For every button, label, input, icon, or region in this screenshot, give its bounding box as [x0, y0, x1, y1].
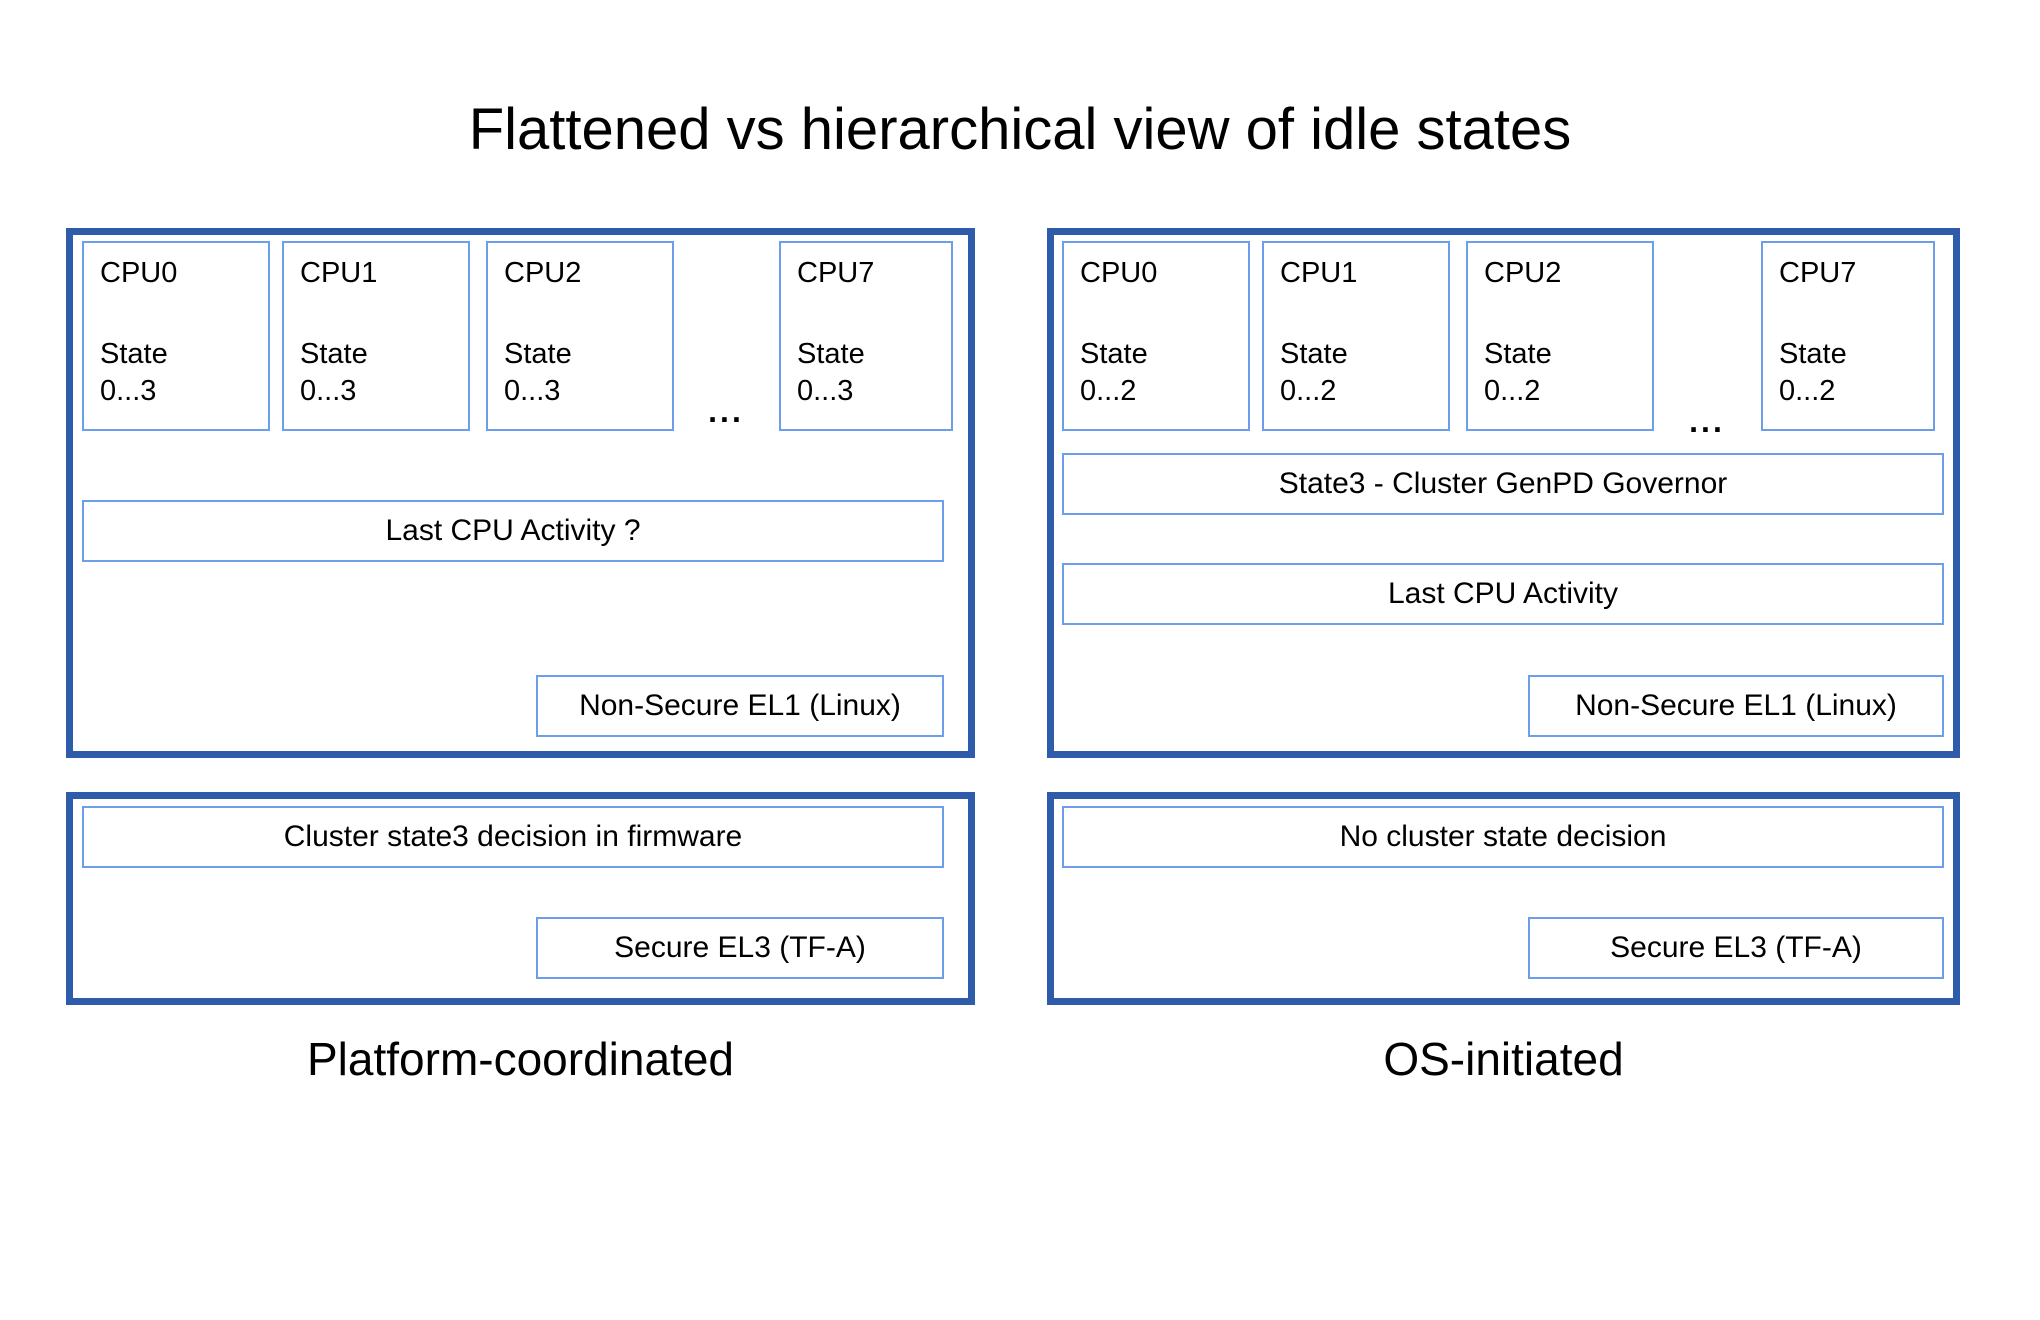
cpu-name: CPU0: [100, 257, 178, 289]
cpu-state-label: State: [1779, 337, 1847, 370]
right-el3-panel: No cluster state decision Secure EL3 (TF…: [1047, 792, 1960, 1005]
cpu-state-range: 0...2: [1779, 375, 1836, 408]
cpu-name: CPU7: [797, 257, 875, 289]
cpu-state: State 0...2: [1484, 336, 1636, 411]
cpu-state-label: State: [1280, 337, 1348, 370]
page-title: Flattened vs hierarchical view of idle s…: [468, 97, 1572, 162]
cpu-state-range: 0...3: [300, 375, 357, 408]
cpu-state-range: 0...3: [797, 375, 854, 408]
state3-genpd-governor-box: State3 - Cluster GenPD Governor: [1062, 453, 1944, 515]
right-el1-panel: CPU0 State 0...2 CPU1 State 0...2 CPU2 Sta…: [1047, 228, 1960, 758]
cpu-ellipsis: ...: [1689, 403, 1725, 439]
cpu-state-label: State: [797, 337, 865, 370]
cpu-state-label: State: [504, 337, 572, 370]
cpu-name: CPU2: [504, 257, 582, 289]
cpu-name: CPU2: [1484, 257, 1562, 289]
left-cpu1-box: CPU1 State 0...3: [282, 241, 470, 431]
cpu-state-label: State: [1080, 337, 1148, 370]
os-initiated-caption: OS-initiated: [1383, 1033, 1624, 1085]
last-cpu-activity-box: Last CPU Activity: [1062, 563, 1944, 625]
cpu-state-label: State: [300, 337, 368, 370]
no-cluster-decision-box: No cluster state decision: [1062, 806, 1944, 868]
cpu-state-range: 0...2: [1080, 375, 1137, 408]
left-el1-panel: CPU0 State 0...3 CPU1 State 0...3 CPU2 Sta…: [66, 228, 975, 758]
secure-el3-box: Secure EL3 (TF-A): [1528, 917, 1944, 979]
cpu-state: State 0...2: [1779, 336, 1917, 411]
cpu-state: State 0...2: [1280, 336, 1432, 411]
non-secure-el1-box: Non-Secure EL1 (Linux): [536, 675, 944, 737]
cpu-state: State 0...3: [504, 336, 656, 411]
cpu-state: State 0...3: [100, 336, 252, 411]
cpu-state: State 0...3: [300, 336, 452, 411]
cluster-decision-firmware-box: Cluster state3 decision in firmware: [82, 806, 944, 868]
cpu-name: CPU0: [1080, 257, 1158, 289]
left-cpu0-box: CPU0 State 0...3: [82, 241, 270, 431]
non-secure-el1-box: Non-Secure EL1 (Linux): [1528, 675, 1944, 737]
cpu-name: CPU1: [1280, 257, 1358, 289]
cpu-state-label: State: [100, 337, 168, 370]
cpu-state-label: State: [1484, 337, 1552, 370]
cpu-state-range: 0...3: [100, 375, 157, 408]
left-cpu7-box: CPU7 State 0...3: [779, 241, 953, 431]
right-cpu0-box: CPU0 State 0...2: [1062, 241, 1250, 431]
left-el3-panel: Cluster state3 decision in firmware Secu…: [66, 792, 975, 1005]
cpu-name: CPU1: [300, 257, 378, 289]
left-cpu2-box: CPU2 State 0...3: [486, 241, 674, 431]
cpu-state-range: 0...2: [1280, 375, 1337, 408]
right-cpu1-box: CPU1 State 0...2: [1262, 241, 1450, 431]
cpu-ellipsis: ...: [708, 393, 744, 429]
last-cpu-activity-box: Last CPU Activity ?: [82, 500, 944, 562]
right-cpu7-box: CPU7 State 0...2: [1761, 241, 1935, 431]
cpu-state-range: 0...3: [504, 375, 561, 408]
cpu-state: State 0...3: [797, 336, 935, 411]
platform-coordinated-caption: Platform-coordinated: [307, 1033, 734, 1085]
cpu-state: State 0...2: [1080, 336, 1232, 411]
right-cpu2-box: CPU2 State 0...2: [1466, 241, 1654, 431]
cpu-name: CPU7: [1779, 257, 1857, 289]
cpu-state-range: 0...2: [1484, 375, 1541, 408]
secure-el3-box: Secure EL3 (TF-A): [536, 917, 944, 979]
